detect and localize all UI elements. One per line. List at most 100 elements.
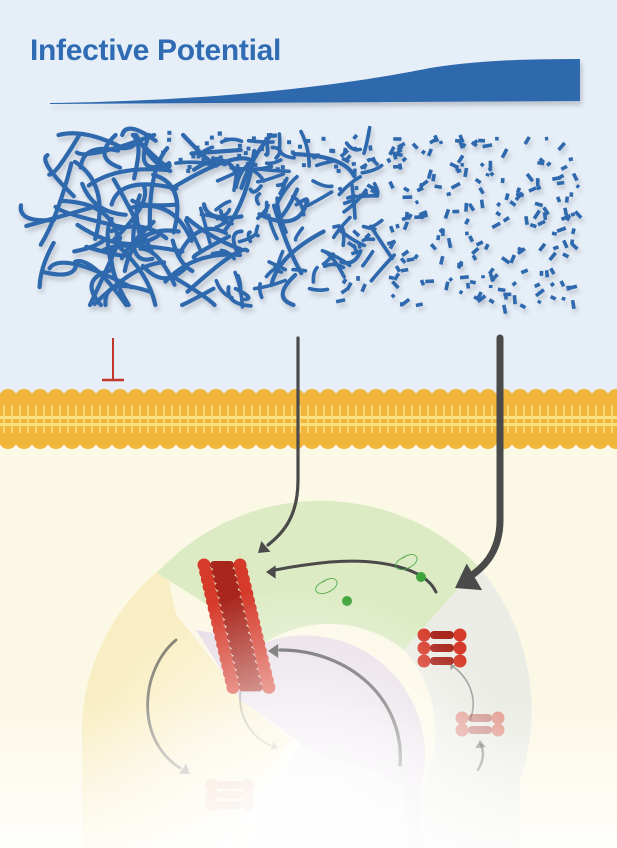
fibril-fragment bbox=[335, 297, 346, 304]
fibril-fragment bbox=[489, 171, 495, 177]
fibril bbox=[269, 229, 326, 288]
fibril-fragment bbox=[570, 299, 576, 310]
fibril-fragment bbox=[198, 206, 212, 245]
fibril-fragment bbox=[340, 286, 350, 295]
fibril-fragment bbox=[401, 249, 410, 257]
fibril-fragment bbox=[224, 137, 229, 142]
fibril-fragment bbox=[199, 212, 234, 226]
fibril-fragment bbox=[534, 201, 544, 208]
fibril-fragment bbox=[350, 195, 356, 200]
fibril-fragment bbox=[339, 148, 350, 158]
fibril-fragment bbox=[370, 188, 378, 195]
fibril-fragment bbox=[560, 214, 572, 222]
fibril bbox=[86, 167, 170, 188]
fibril-fragment bbox=[571, 172, 579, 182]
fibril-fragment bbox=[337, 175, 362, 197]
infective-potential-wedge bbox=[50, 59, 580, 104]
fibril-fragment bbox=[213, 163, 218, 168]
fibril-fragment bbox=[391, 280, 400, 290]
fibril-fragment bbox=[161, 150, 165, 155]
fibril-fragment bbox=[534, 288, 546, 298]
fibril-fragment bbox=[352, 229, 361, 238]
fibril bbox=[74, 132, 157, 157]
fibril-fragment bbox=[511, 280, 518, 287]
fibril bbox=[130, 198, 179, 208]
fibril-fragment bbox=[504, 193, 510, 201]
fibril-fragment bbox=[394, 265, 402, 273]
fibril-fragment bbox=[557, 141, 567, 152]
fibril-fragment bbox=[436, 235, 441, 241]
fibril-fragment bbox=[184, 218, 203, 253]
fibril-fragment bbox=[275, 176, 289, 188]
fibril-fragment bbox=[488, 298, 495, 305]
fibril-fragment bbox=[388, 145, 396, 156]
fibril-fragment bbox=[469, 279, 477, 285]
fibril-fragment bbox=[544, 136, 549, 141]
fibril-fragment bbox=[538, 157, 546, 164]
fibril bbox=[171, 274, 217, 308]
fibril-fragment bbox=[187, 165, 192, 169]
fibril-fragment bbox=[542, 206, 550, 216]
fibril-fragment bbox=[538, 242, 547, 252]
fibril-fragment bbox=[311, 179, 334, 189]
fibril-fragment bbox=[555, 196, 562, 203]
fibril-fragment bbox=[361, 224, 377, 231]
fibril-fragment bbox=[487, 267, 495, 275]
fibril-fragment bbox=[464, 218, 470, 225]
fibril-fragment bbox=[361, 249, 375, 268]
fibril-fragment bbox=[306, 139, 311, 143]
fibril-fragment bbox=[200, 153, 205, 158]
fibril-fragment bbox=[549, 294, 557, 301]
fibril-fragment bbox=[331, 149, 336, 154]
fibril-fragment bbox=[474, 177, 482, 185]
fibril-fragment bbox=[570, 239, 575, 246]
fibril-fragment bbox=[411, 142, 419, 150]
fibril bbox=[122, 228, 181, 273]
fibril-fragment bbox=[487, 166, 493, 172]
fibril-fragment bbox=[336, 169, 341, 173]
fibril-fragment bbox=[393, 272, 401, 281]
fibril-fragment bbox=[456, 260, 464, 270]
fibril-fragment bbox=[549, 267, 556, 275]
fibril-fragment bbox=[459, 275, 469, 280]
fibril-fragment bbox=[271, 133, 276, 138]
fibril-fragment bbox=[400, 267, 409, 273]
fibril-fragment bbox=[529, 222, 537, 229]
fibril bbox=[89, 268, 113, 308]
fibril-fragment bbox=[209, 135, 214, 140]
fibril-fragment bbox=[464, 202, 469, 212]
fibril-fragment bbox=[418, 179, 429, 189]
fibril-fragment bbox=[461, 142, 467, 149]
fibril-fragment bbox=[341, 156, 350, 164]
fibril-fragment bbox=[259, 147, 264, 152]
fibril-fragment bbox=[559, 280, 566, 288]
fibril bbox=[181, 132, 217, 166]
fibril-fragment bbox=[444, 281, 450, 291]
fibril-fragment bbox=[485, 172, 490, 177]
fibril bbox=[113, 241, 158, 308]
fibril-fragment bbox=[186, 168, 191, 173]
fibril-fragment bbox=[341, 278, 348, 285]
fibril-fragment bbox=[471, 139, 479, 147]
fibril-fragment bbox=[204, 141, 209, 146]
fibril-fragment bbox=[307, 286, 330, 292]
fibril-fragment bbox=[401, 156, 408, 163]
fibril-fragment bbox=[205, 148, 210, 153]
fibril-fragment bbox=[483, 243, 490, 251]
fibril-fragment bbox=[478, 186, 485, 195]
fibril-fragment bbox=[509, 254, 517, 264]
fibril-fragment bbox=[438, 227, 445, 234]
t-bar-inhibition-icon bbox=[102, 338, 124, 382]
fibril bbox=[140, 263, 189, 281]
fibril-fragment bbox=[420, 149, 427, 155]
fibril-fragment bbox=[346, 240, 357, 250]
fibril-fragment bbox=[218, 155, 223, 160]
fibril-fragment bbox=[500, 177, 505, 184]
fibril-fragment bbox=[401, 297, 411, 306]
fibril-fragment bbox=[388, 225, 395, 233]
fibril-fragment bbox=[562, 252, 570, 259]
fibril bbox=[92, 260, 167, 307]
fibril-fragment bbox=[361, 237, 376, 243]
fibril-fragment bbox=[337, 227, 367, 248]
fibril-fragment bbox=[326, 158, 331, 163]
